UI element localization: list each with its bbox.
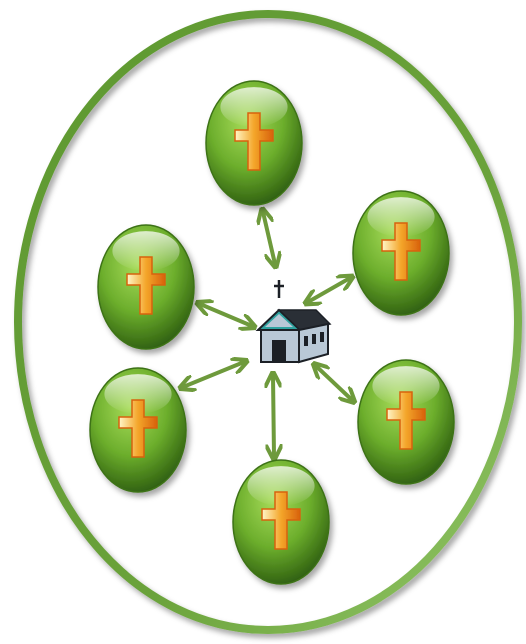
node-bottom xyxy=(233,460,329,584)
church-icon xyxy=(258,280,330,362)
double-arrow-icon xyxy=(183,362,244,387)
node-top xyxy=(206,81,302,205)
double-arrow-icon xyxy=(273,376,274,456)
node-lower-right xyxy=(358,360,454,484)
double-arrow-icon xyxy=(308,278,350,302)
node-upper-left xyxy=(98,225,194,349)
double-arrow-icon xyxy=(316,366,352,400)
double-arrow-icon xyxy=(200,304,252,326)
double-arrow-icon xyxy=(263,212,275,264)
node-upper-right xyxy=(353,191,449,315)
node-lower-left xyxy=(90,368,186,492)
